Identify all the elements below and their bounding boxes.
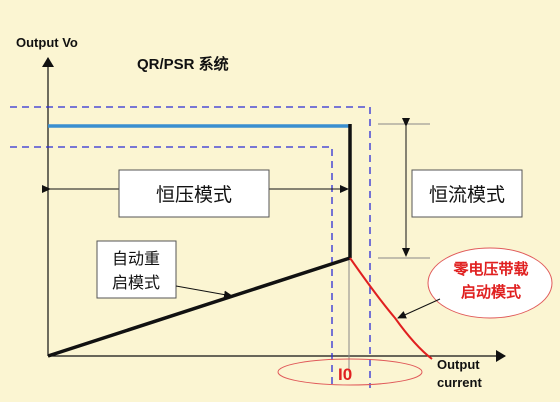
x-axis-label-line1: Output — [437, 357, 480, 372]
cv-mode-box — [118, 169, 270, 218]
cc-mode-box — [411, 169, 523, 218]
auto-restart-pointer — [175, 285, 233, 299]
lower-limit-guide — [10, 146, 333, 388]
zero-voltage-label-1: 零电压带载 — [452, 260, 528, 278]
auto-restart-label-2: 启模式 — [112, 274, 160, 292]
zero-voltage-label-2: 启动模式 — [461, 283, 521, 301]
zero-voltage-pointer — [397, 298, 441, 319]
zero-voltage-curve — [349, 257, 433, 360]
auto-restart-box — [96, 240, 177, 299]
upper-limit-guide — [10, 106, 371, 388]
y-axis-label: Output Vo — [16, 35, 78, 50]
zero-voltage-ellipse — [427, 247, 553, 319]
i0-marker-ellipse — [277, 358, 423, 386]
cc-mode-label: 恒流模式 — [429, 184, 505, 206]
auto-restart-line — [47, 256, 351, 358]
x-axis-label-line2: current — [437, 375, 482, 390]
diagram-title: QR/PSR 系统 — [137, 55, 229, 73]
cv-mode-label: 恒压模式 — [156, 184, 232, 206]
auto-restart-label-1: 自动重 — [112, 250, 160, 268]
i0-label: I0 — [338, 365, 352, 384]
